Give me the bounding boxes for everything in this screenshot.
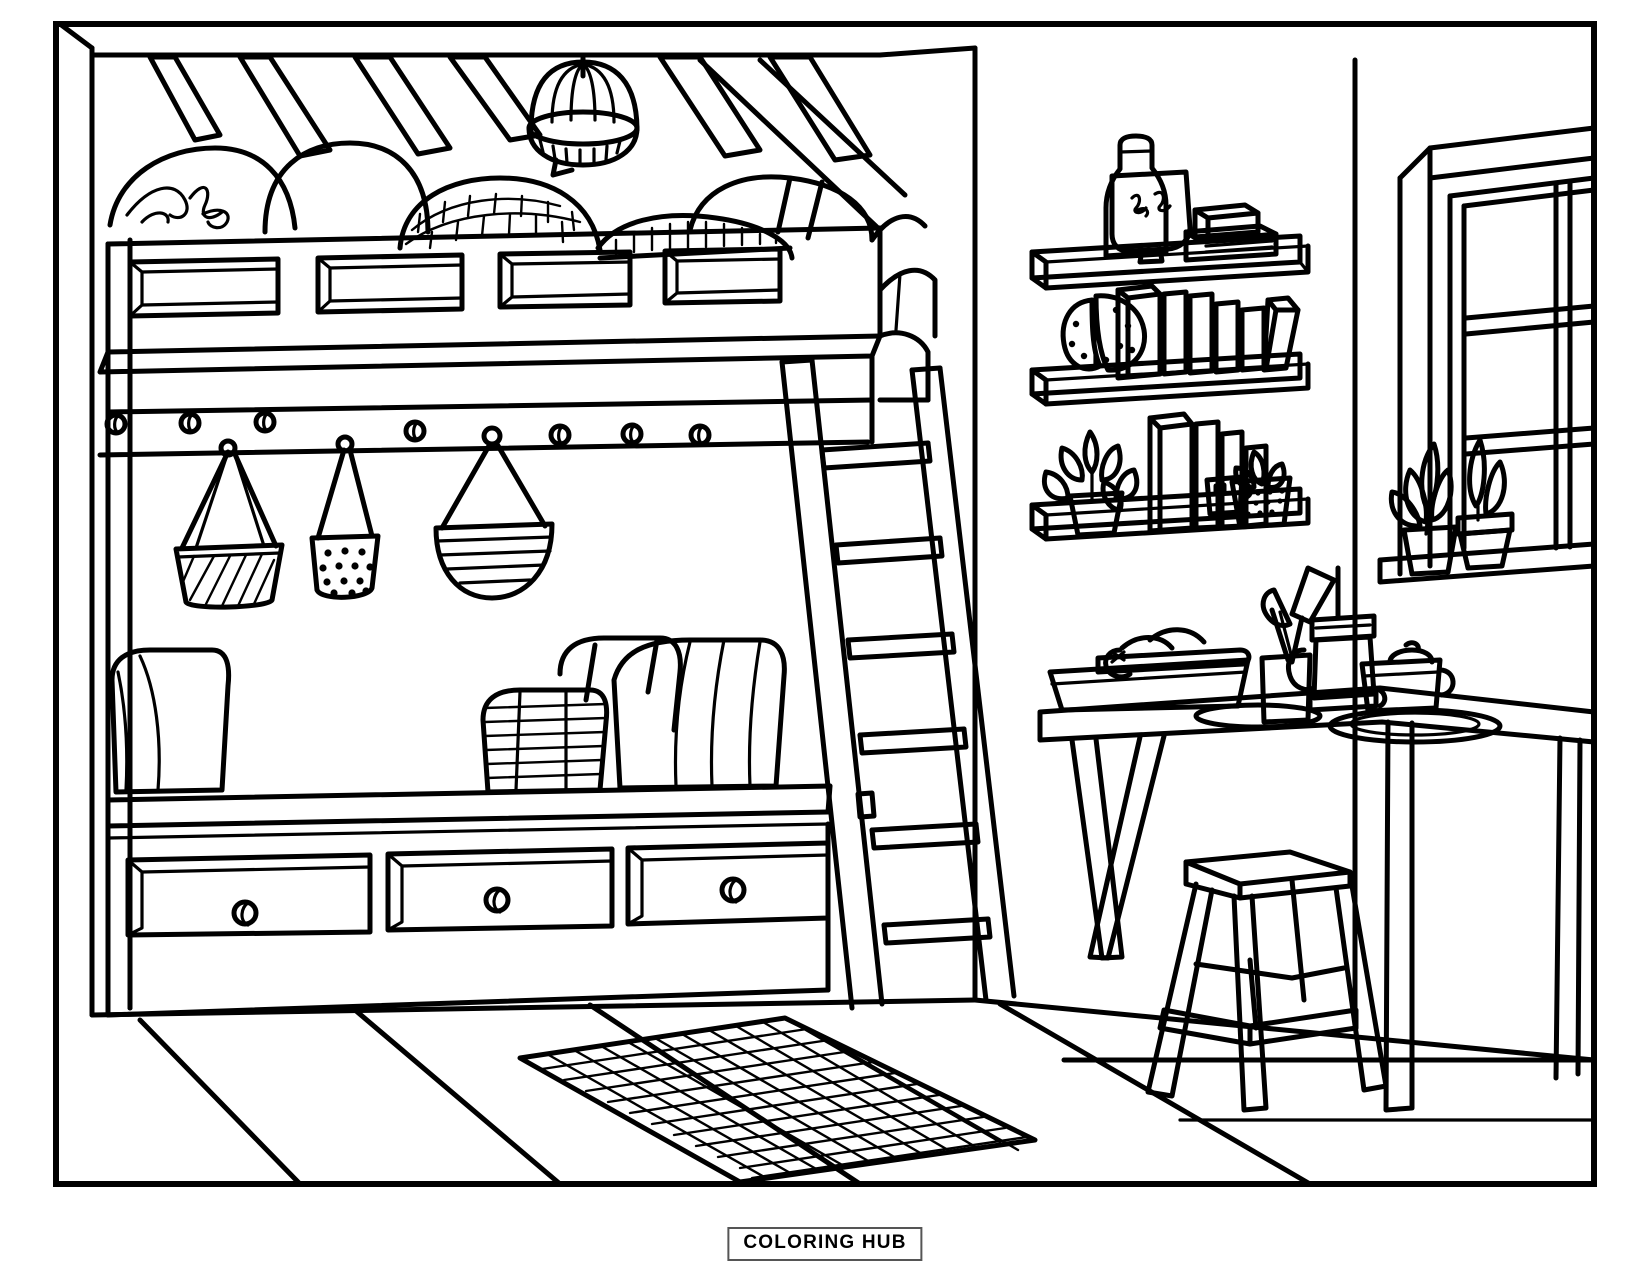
left-cushion [109, 647, 232, 795]
rug [517, 1015, 1038, 1185]
basket-polka-dot[interactable] [309, 434, 381, 600]
basket-dots [319, 547, 374, 597]
drawer-2[interactable] [385, 846, 615, 933]
wall-shelves [1029, 133, 1311, 542]
pendant-lamp [526, 55, 640, 178]
right-cushion[interactable] [611, 637, 787, 791]
floor [137, 1001, 1597, 1187]
drawer-1[interactable] [125, 852, 373, 938]
ribbed-bolster [595, 213, 795, 261]
canister [1286, 565, 1388, 713]
drawer-3[interactable] [625, 840, 831, 927]
fruit-bowl [1047, 627, 1252, 713]
watermark: COLORING HUB [727, 1227, 923, 1261]
book-row-second [1115, 283, 1301, 381]
striped-cushion[interactable] [480, 687, 610, 795]
shelf-second [1029, 283, 1311, 407]
sill-plant-right [1455, 437, 1515, 571]
peg-knobs [104, 410, 712, 447]
basket-striped-diagonal[interactable] [173, 438, 285, 610]
glass-bottle [1103, 133, 1169, 259]
page-frame [53, 21, 1597, 1187]
desk-mug [1359, 640, 1456, 714]
stool[interactable] [1145, 849, 1389, 1113]
window [1377, 125, 1597, 585]
shelf-top [1029, 133, 1311, 291]
ladder[interactable] [779, 357, 1017, 1011]
leaf-decor [1060, 293, 1148, 373]
bench-seat [105, 452, 833, 1018]
peg-rail [97, 397, 875, 610]
sill-plant-left [1388, 441, 1459, 577]
dotted-planter [1229, 449, 1293, 530]
basket-striped-horizontal[interactable] [433, 425, 555, 601]
storage-drawers [125, 840, 831, 938]
potted-plant-left [1042, 429, 1140, 538]
shelf-third [1029, 411, 1311, 542]
desk [1037, 565, 1597, 1113]
rug-lattice [518, 1016, 1029, 1184]
utensil-jar [1259, 565, 1337, 725]
loft-cubbies [127, 246, 783, 319]
center-cushion[interactable] [557, 635, 683, 733]
framed-picture [1109, 169, 1193, 265]
knit-pillow [397, 175, 603, 253]
stacked-books [1183, 202, 1279, 263]
